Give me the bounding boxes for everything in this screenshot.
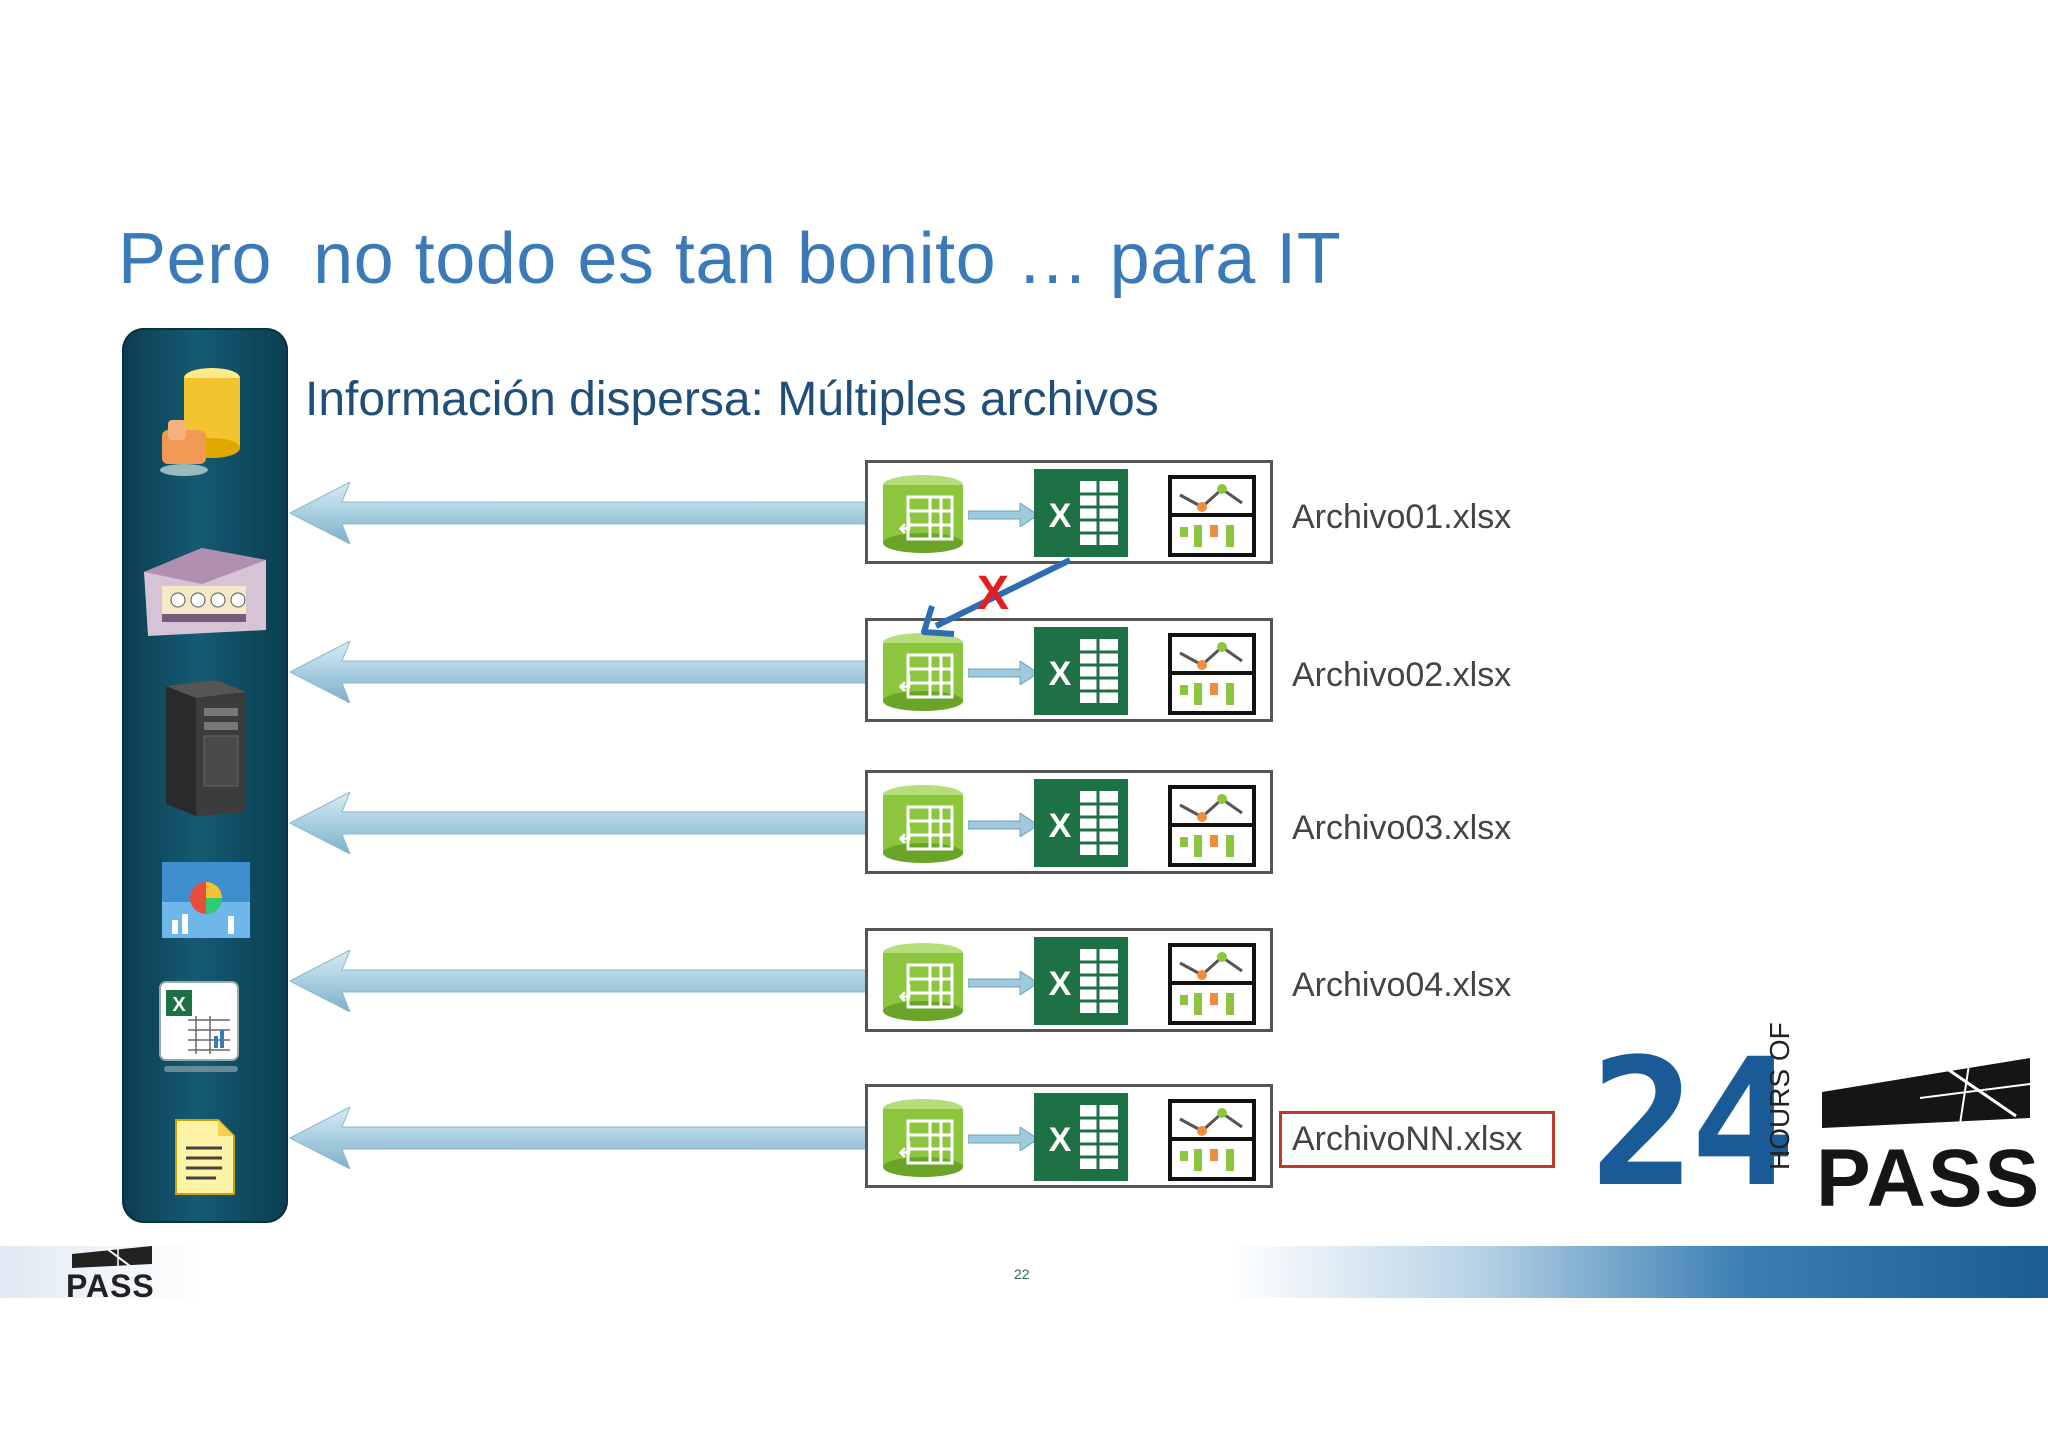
small-arrow-icon [968, 971, 1038, 995]
svg-text:↲: ↲ [896, 823, 914, 848]
pass-logo-small: PASS [66, 1244, 158, 1304]
data-flow-arrow [290, 792, 870, 854]
file-pipeline-box: ↲ X [865, 770, 1273, 874]
powerpivot-icon: ↲ [883, 943, 963, 1021]
svg-text:X: X [1049, 497, 1072, 535]
excel-icon: X [1034, 937, 1128, 1025]
chart-dashboard-icon [1168, 633, 1256, 715]
blocked-x-mark: X [977, 567, 1010, 620]
svg-text:↲: ↲ [896, 671, 914, 696]
svg-text:X: X [1049, 807, 1072, 845]
small-arrow-icon [968, 503, 1038, 527]
24-hours-of-pass-logo: 24 HOURS OF PASS [1590, 1022, 2039, 1219]
data-flow-arrow [290, 950, 870, 1012]
data-flow-arrow [290, 1107, 870, 1169]
file-name-label: Archivo03.xlsx [1292, 809, 1512, 847]
file-pipeline-box: ↲ X [865, 1084, 1273, 1188]
small-arrow-icon [968, 1127, 1038, 1151]
svg-text:X: X [1049, 655, 1072, 693]
excel-icon: X [1034, 469, 1128, 557]
chart-dashboard-icon [1168, 475, 1256, 557]
powerpivot-icon: ↲ [883, 785, 963, 863]
svg-text:↲: ↲ [896, 1137, 914, 1162]
powerpivot-icon: ↲ [883, 1099, 963, 1177]
chart-dashboard-icon [1168, 1099, 1256, 1181]
text-document-icon [175, 1119, 235, 1195]
file-pipeline-box: ↲ X [865, 618, 1273, 722]
file-name-label-highlighted: ArchivoNN.xlsx [1279, 1111, 1556, 1168]
server-tower-icon [166, 680, 246, 816]
slide-title: Pero no todo es tan bonito … para IT [118, 219, 1342, 299]
small-arrow-icon [968, 813, 1038, 837]
file-name-label: Archivo01.xlsx [1292, 498, 1512, 536]
logo-24: 24 [1590, 1021, 1796, 1226]
slide-subtitle: Información dispersa: Múltiples archivos [305, 373, 1159, 426]
file-name-label: Archivo04.xlsx [1292, 966, 1512, 1004]
excel-icon: X [1034, 779, 1128, 867]
svg-text:X: X [1049, 1121, 1072, 1159]
data-sources-sidebar: X [122, 328, 288, 1223]
svg-text:X: X [172, 994, 186, 1016]
blocked-link-arrow [921, 557, 1072, 637]
chart-dashboard-icon [1168, 943, 1256, 1025]
svg-text:↲: ↲ [896, 981, 914, 1006]
excel-workbook-icon: X [159, 981, 239, 1072]
footer-band [0, 1246, 2048, 1298]
small-arrow-icon [968, 661, 1038, 685]
data-flow-arrow [290, 482, 870, 544]
data-flow-arrow [290, 641, 870, 703]
logo-hours-of: HOURS OF [1764, 1022, 1795, 1170]
excel-icon: X [1034, 1093, 1128, 1181]
database-icon [160, 368, 240, 476]
powerpivot-icon: ↲ [883, 633, 963, 711]
chart-dashboard-icon [1168, 785, 1256, 867]
chart-report-icon [162, 862, 250, 938]
file-pipeline-box: ↲ X [865, 460, 1273, 564]
page-number: 22 [1014, 1266, 1030, 1282]
file-pipeline-box: ↲ X [865, 928, 1273, 1032]
svg-text:↲: ↲ [896, 513, 914, 538]
svg-text:X: X [1049, 965, 1072, 1003]
file-name-label: Archivo02.xlsx [1292, 656, 1512, 694]
excel-icon: X [1034, 627, 1128, 715]
pass-logo-small-text: PASS [66, 1268, 155, 1304]
powerpivot-icon: ↲ [883, 475, 963, 553]
mainframe-icon [144, 548, 266, 636]
logo-pass: PASS [1816, 1133, 2042, 1224]
